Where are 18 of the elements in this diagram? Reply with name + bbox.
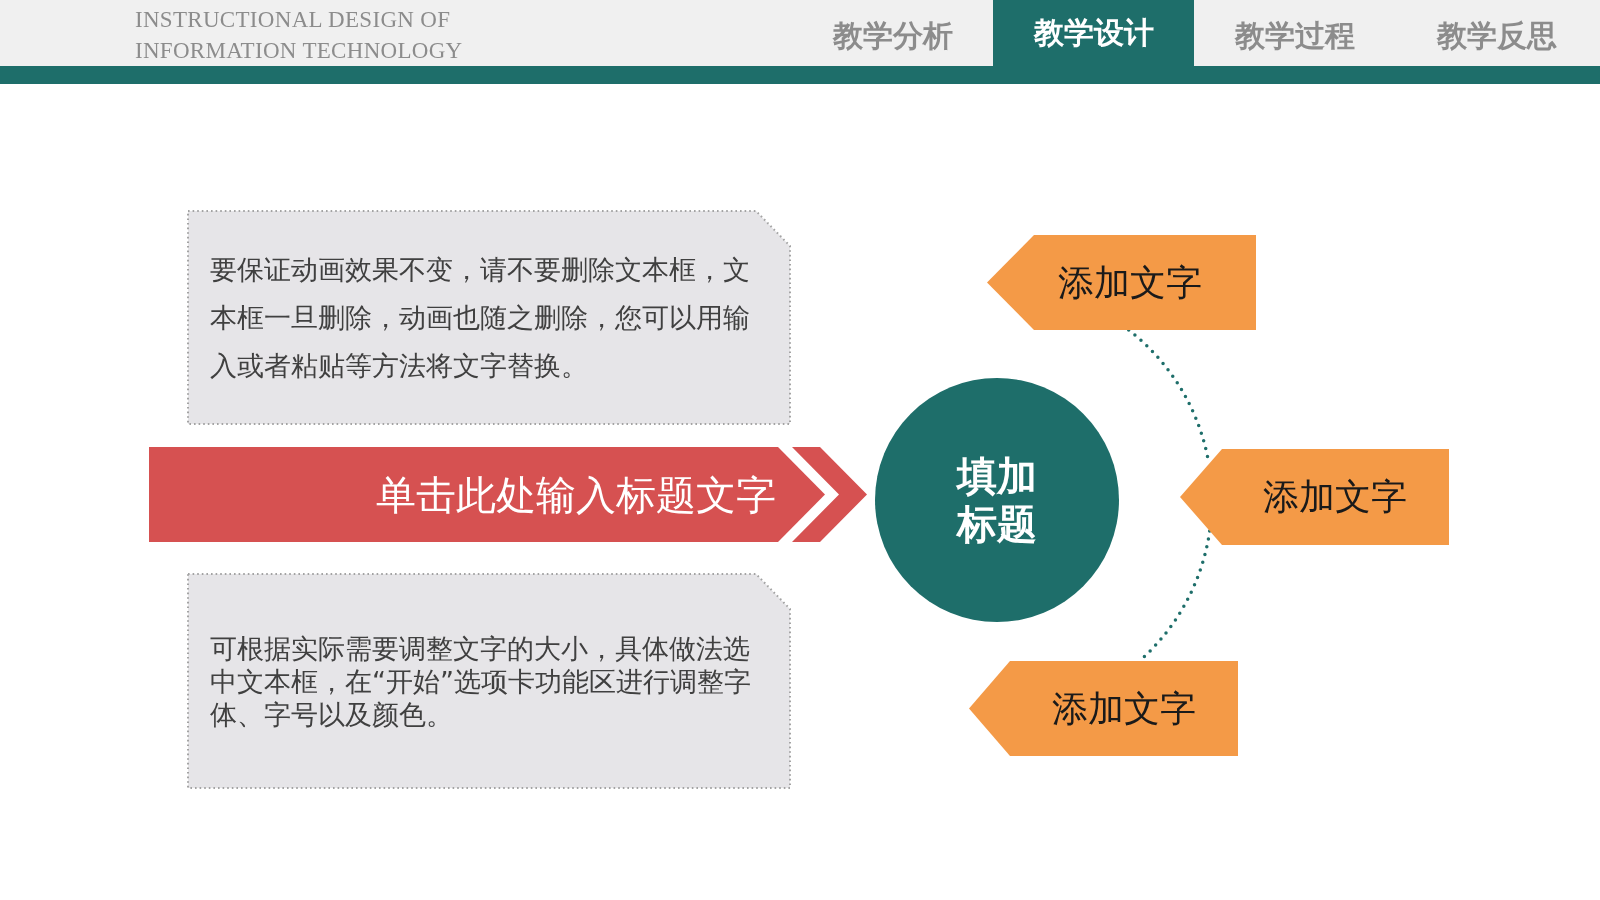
note-text: 要保证动画效果不变，请不要删除文本框，文本框一旦删除，动画也随之删除，您可以用输入或者粘贴等方法将文字替换。 [210,252,751,383]
nav-tab-label: 教学分析 [831,16,954,55]
nav-tab: 教学设计 [993,0,1194,66]
banner-text: 单击此处输入标题文字 [376,470,776,519]
tag-text: 添加文字 [1262,475,1407,519]
note-card [188,574,790,788]
note-text: 可根据实际需要调整文字的大小，具体做法选中文本框，在“开始”选项卡功能区进行调整字体、字号以及颜色。 [210,631,751,731]
note-card [188,211,790,424]
header-subtitle: INSTRUCTIONAL DESIGN OF INFORMATION TECHNOLOGY [135,6,464,65]
nav-tab-label: 教学反思 [1435,16,1558,55]
arrow-tag [1180,449,1449,545]
nav-tab-label: 教学过程 [1233,16,1356,55]
tag-text: 添加文字 [1051,686,1196,731]
arrow-tag [987,235,1256,330]
title-banner [149,447,867,542]
tag-text: 添加文字 [1057,260,1202,305]
arrow-tag [969,661,1238,756]
hub-title: 填加标题 [956,452,1038,548]
